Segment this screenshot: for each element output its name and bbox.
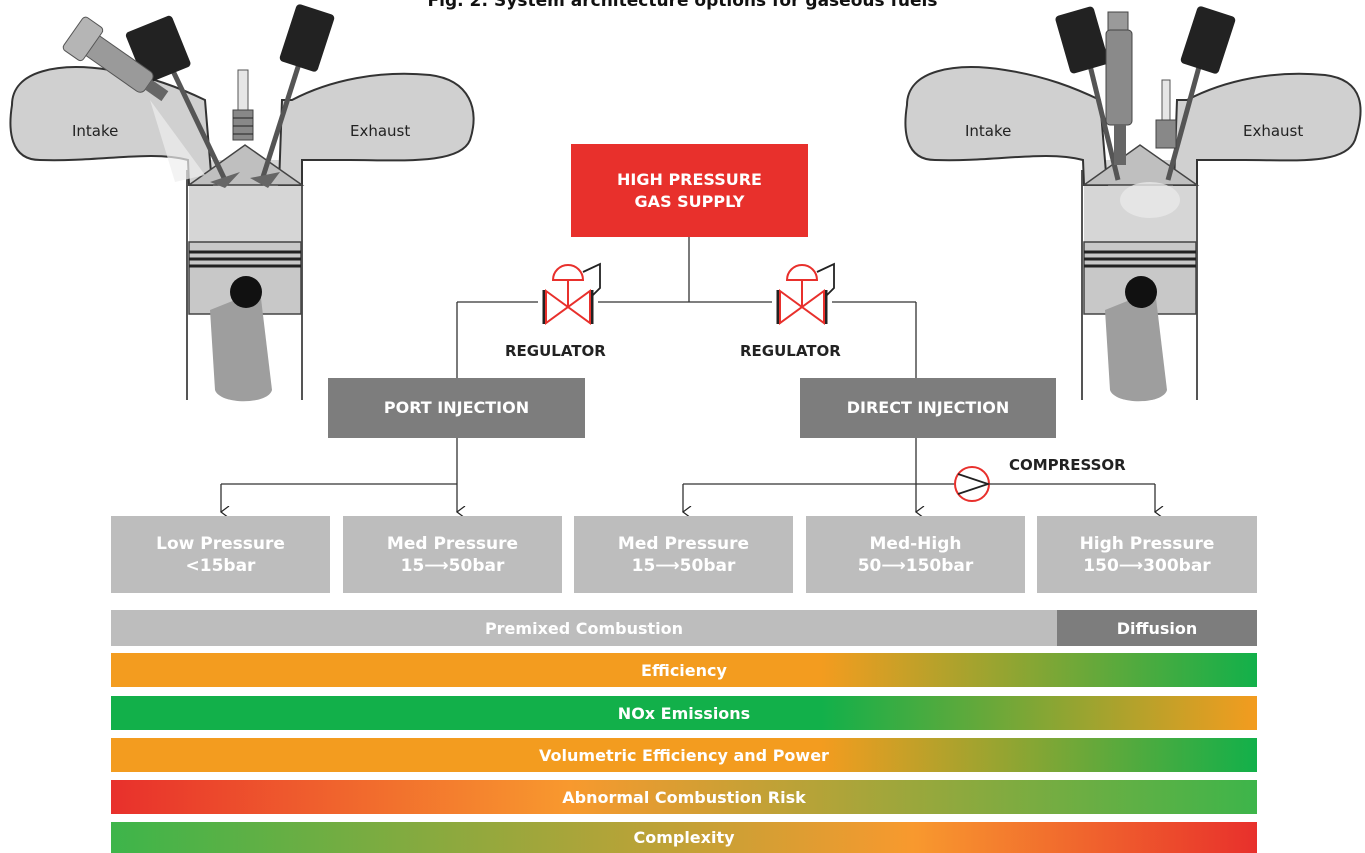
nox-emissions-bar: NOx Emissions: [111, 696, 1257, 730]
port-injection-box: PORT INJECTION: [328, 378, 585, 438]
pressure-to: 300bar: [1143, 555, 1211, 576]
pressure-name: Med Pressure: [617, 533, 750, 554]
compressor-label: COMPRESSOR: [1009, 456, 1126, 474]
bar-label: Abnormal Combustion Risk: [562, 787, 806, 807]
diffusion-segment: Diffusion: [1057, 610, 1257, 646]
direct-injection-box: DIRECT INJECTION: [800, 378, 1056, 438]
pressure-name: High Pressure: [1079, 533, 1215, 554]
right-engine-illustration: [904, 6, 1362, 402]
regulator-symbol-right: [772, 262, 835, 325]
pressure-name: Med-High: [869, 533, 962, 554]
bar-label: Efficiency: [641, 660, 727, 680]
efficiency-bar: Efficiency: [111, 653, 1257, 687]
pressure-to: 50bar: [448, 555, 505, 576]
compressor-symbol: [954, 466, 991, 502]
supply-line-2: GAS SUPPLY: [634, 191, 745, 211]
pressure-name: Med Pressure: [386, 533, 519, 554]
bar-label: Complexity: [633, 828, 735, 847]
pressure-box-low: Low Pressure <15bar: [111, 516, 330, 593]
pressure-box-med-direct: Med Pressure 15⟶50bar: [574, 516, 793, 593]
pressure-box-med-port: Med Pressure 15⟶50bar: [343, 516, 562, 593]
bar-label: Volumetric Efficiency and Power: [539, 745, 829, 765]
flow-lines: [221, 237, 1155, 512]
left-engine-illustration: [9, 4, 475, 402]
pressure-name: Low Pressure: [156, 533, 285, 554]
right-intake-label: Intake: [965, 122, 1012, 140]
pressure-box-med-high: Med-High 50⟶150bar: [806, 516, 1025, 593]
premixed-combustion-segment: Premixed Combustion: [111, 610, 1057, 646]
pressure-box-high: High Pressure 150⟶300bar: [1037, 516, 1257, 593]
right-exhaust-label: Exhaust: [1243, 122, 1304, 140]
high-pressure-gas-supply-box: HIGH PRESSURE GAS SUPPLY: [571, 144, 808, 237]
pressure-from: 15: [631, 555, 656, 576]
complexity-bar: Complexity: [111, 822, 1257, 853]
left-exhaust-label: Exhaust: [350, 122, 411, 140]
pressure-from: 50: [857, 555, 882, 576]
pressure-range: <15bar: [185, 555, 256, 576]
regulator-label-right: REGULATOR: [740, 342, 841, 360]
supply-line-1: HIGH PRESSURE: [617, 169, 762, 189]
figure-title: Fig. 2: System architecture options for …: [427, 0, 938, 11]
regulator-symbol-left: [538, 262, 601, 325]
pressure-from: 15: [400, 555, 425, 576]
pressure-to: 50bar: [679, 555, 736, 576]
abnormal-combustion-risk-bar: Abnormal Combustion Risk: [111, 780, 1257, 814]
pressure-from: 150: [1083, 555, 1119, 576]
volumetric-efficiency-bar: Volumetric Efficiency and Power: [111, 738, 1257, 772]
left-intake-label: Intake: [72, 122, 119, 140]
bar-label: NOx Emissions: [617, 703, 751, 723]
pressure-to: 150bar: [905, 555, 974, 576]
regulator-label-left: REGULATOR: [505, 342, 606, 360]
